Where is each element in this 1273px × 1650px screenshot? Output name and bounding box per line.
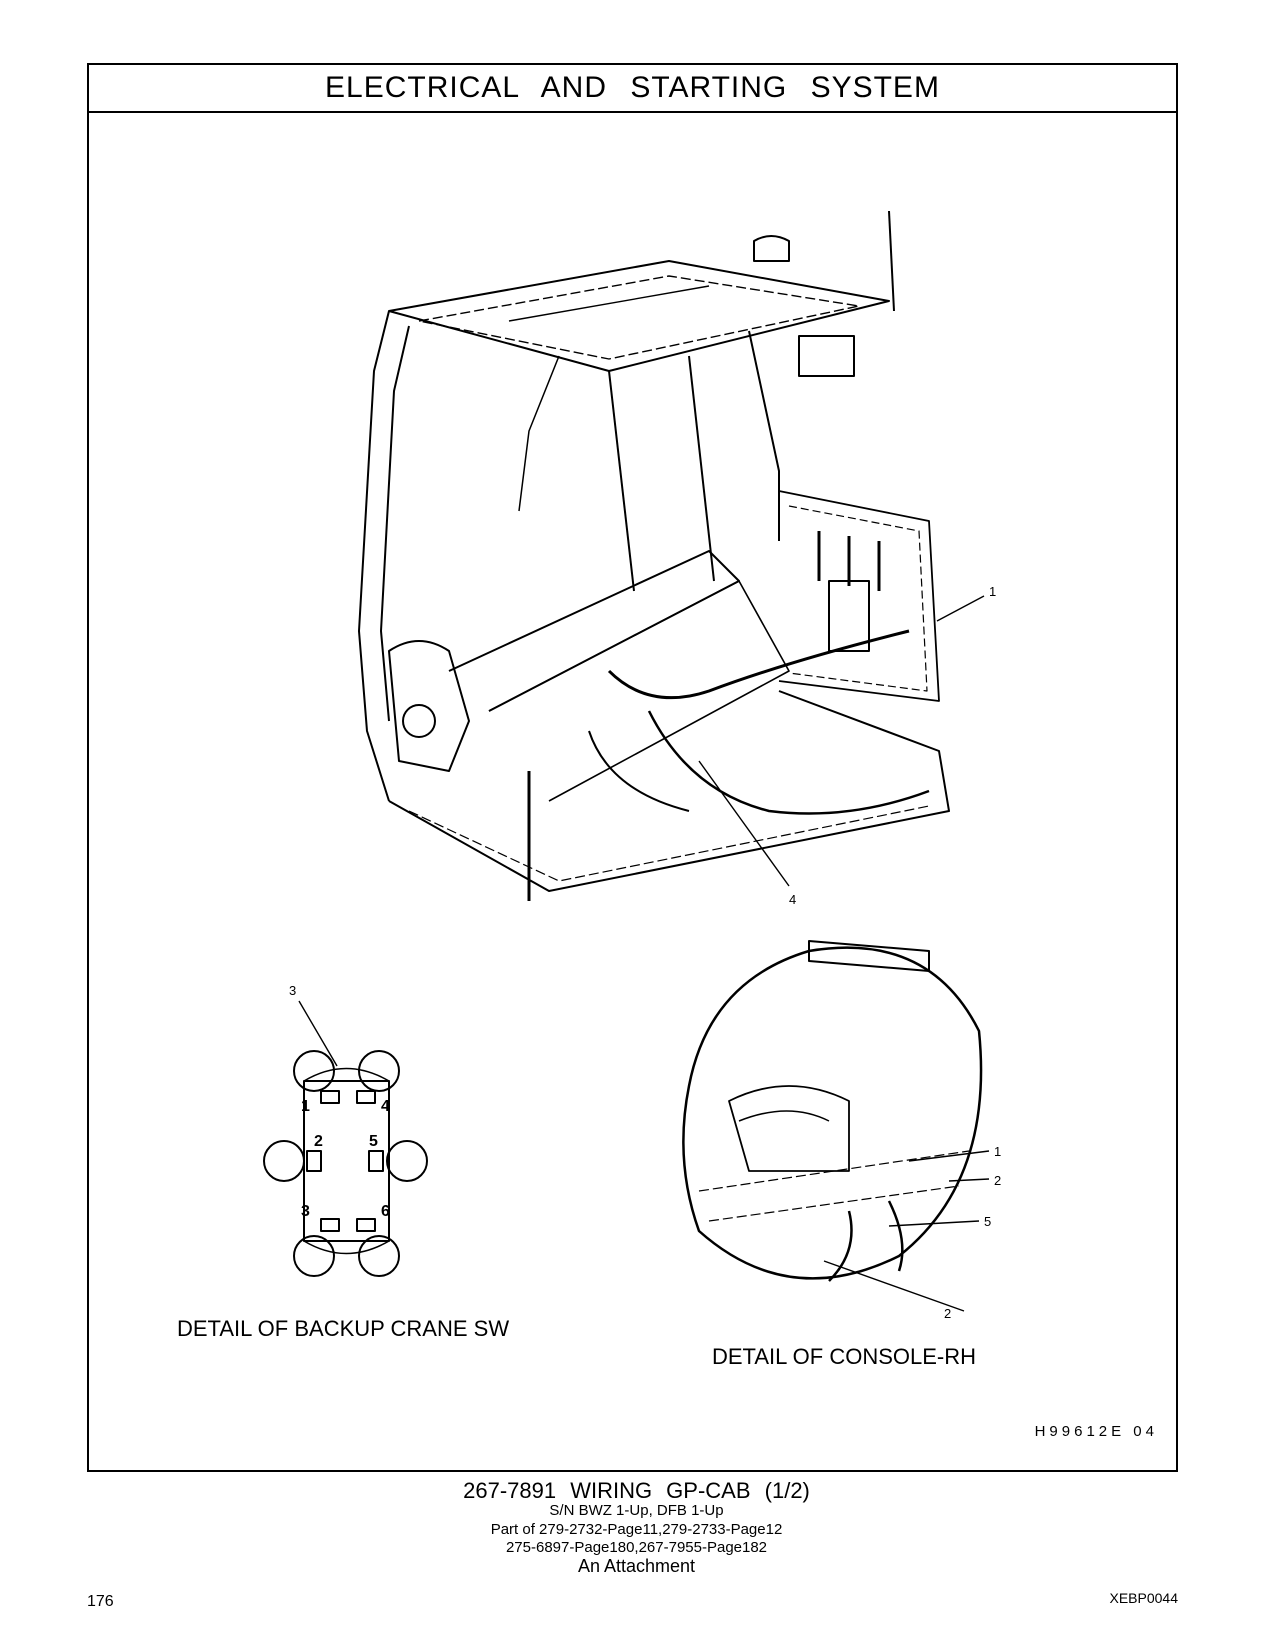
- caption-serial: S/N BWZ 1-Up, DFB 1-Up: [549, 1502, 724, 1519]
- backup-switch-detail: [263, 1000, 428, 1277]
- switch-number: 3: [301, 1203, 310, 1220]
- wiring-illustration: 1 4 3 1 2 3 4 5 6 1 2 5 2 DETAIL OF BACK…: [177, 210, 1001, 1369]
- figure-code: H99612E 04: [1034, 1423, 1158, 1440]
- cab-drawing: [358, 210, 950, 901]
- document-code: XEBP0044: [1109, 1590, 1179, 1606]
- callout-label: 1: [994, 1144, 1001, 1159]
- callout-label: 5: [984, 1214, 991, 1229]
- page-number: 176: [87, 1593, 114, 1610]
- page-title: ELECTRICAL AND STARTING SYSTEM: [325, 71, 940, 104]
- console-detail-label: DETAIL OF CONSOLE-RH: [712, 1344, 976, 1369]
- caption-title: 267-7891 WIRING GP-CAB (1/2): [463, 1478, 810, 1503]
- callout-label: 2: [994, 1173, 1001, 1188]
- callout-label: 3: [289, 983, 296, 998]
- callout-label: 4: [789, 892, 796, 907]
- console-detail: [682, 940, 990, 1312]
- switch-number: 4: [381, 1098, 390, 1115]
- backup-detail-label: DETAIL OF BACKUP CRANE SW: [177, 1316, 509, 1341]
- callout-label: 1: [989, 584, 996, 599]
- switch-number: 6: [381, 1203, 390, 1220]
- figure-frame: ELECTRICAL AND STARTING SYSTEM: [87, 63, 1178, 1472]
- switch-number: 1: [301, 1098, 310, 1115]
- switch-number: 2: [314, 1133, 323, 1150]
- switch-number: 5: [369, 1133, 378, 1150]
- title-bar: ELECTRICAL AND STARTING SYSTEM: [89, 65, 1176, 113]
- caption-part-line: Part of 279-2732-Page11,279-2733-Page12: [490, 1521, 783, 1538]
- caption-attachment: An Attachment: [577, 1556, 696, 1576]
- callout-label: 2: [944, 1306, 951, 1321]
- caption-part-line: 275-6897-Page180,267-7955-Page182: [505, 1539, 768, 1556]
